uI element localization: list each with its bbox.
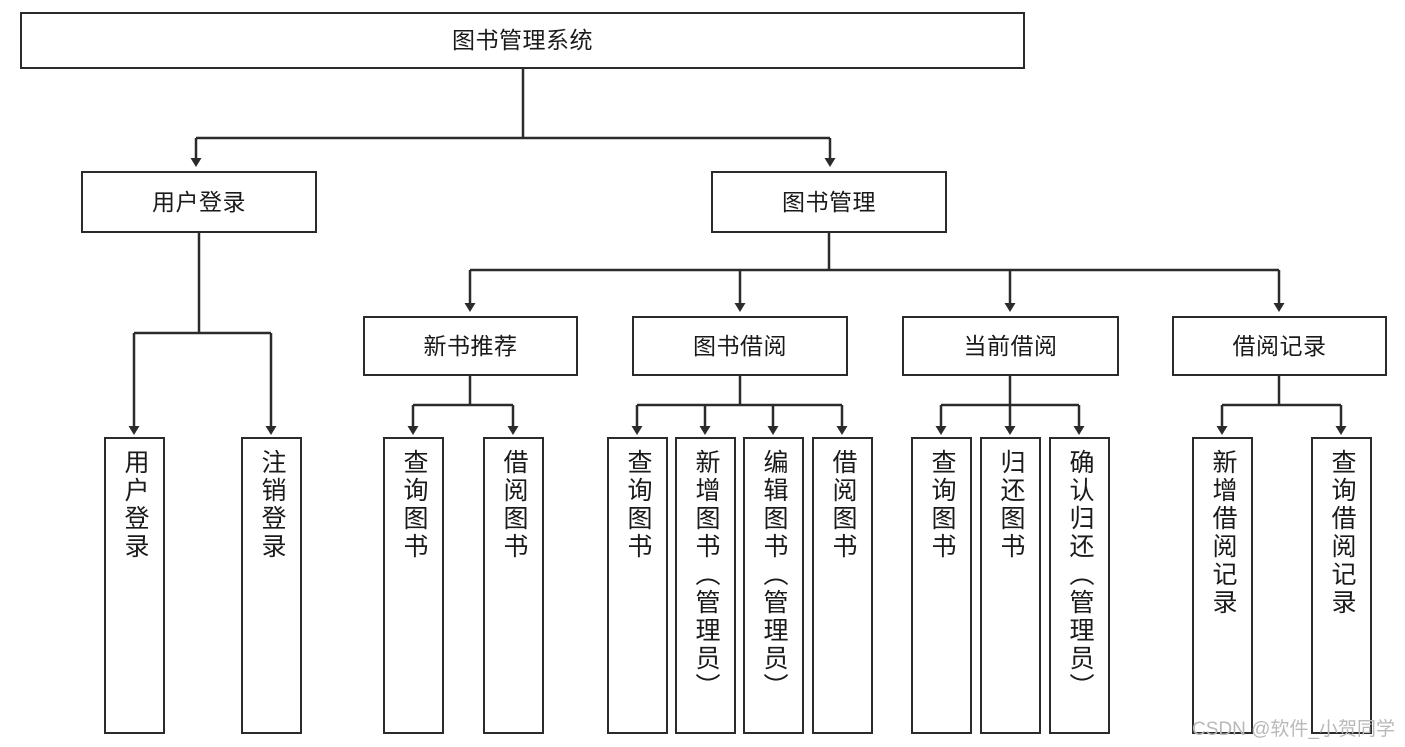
leaf-borrow-add-book[interactable]: 新增图书（管理员） xyxy=(675,437,736,734)
node-current-borrow[interactable]: 当前借阅 xyxy=(902,316,1119,376)
leaf-current-query-book[interactable]: 查询图书 xyxy=(911,437,972,734)
node-label: 当前借阅 xyxy=(963,332,1058,359)
node-label: 确认归还（管理员） xyxy=(1066,449,1094,701)
node-label: 图书借阅 xyxy=(693,332,787,359)
leaf-user-login-login[interactable]: 用户登录 xyxy=(104,437,165,734)
node-label: 新增图书（管理员） xyxy=(692,449,720,701)
leaf-new-book-query[interactable]: 查询图书 xyxy=(383,437,444,734)
node-borrow-record[interactable]: 借阅记录 xyxy=(1172,316,1387,376)
leaf-new-book-borrow[interactable]: 借阅图书 xyxy=(483,437,544,734)
node-label: 注销登录 xyxy=(258,449,286,561)
node-label: 借阅记录 xyxy=(1232,332,1327,359)
leaf-borrow-edit-book[interactable]: 编辑图书（管理员） xyxy=(743,437,804,734)
node-label: 借阅图书 xyxy=(500,449,528,561)
node-label: 归还图书 xyxy=(997,449,1025,561)
node-label: 编辑图书（管理员） xyxy=(760,449,788,701)
leaf-record-query[interactable]: 查询借阅记录 xyxy=(1311,437,1372,734)
node-label: 图书管理 xyxy=(782,188,876,215)
leaf-current-return-book[interactable]: 归还图书 xyxy=(980,437,1041,734)
watermark: CSDN @软件_小贺同学 xyxy=(1192,719,1395,740)
node-label: 新书推荐 xyxy=(423,332,518,359)
node-label: 查询图书 xyxy=(400,449,428,561)
leaf-borrow-borrow-book[interactable]: 借阅图书 xyxy=(812,437,873,734)
node-label: 查询借阅记录 xyxy=(1328,449,1356,617)
node-label: 用户登录 xyxy=(152,188,246,215)
leaf-user-login-logout[interactable]: 注销登录 xyxy=(241,437,302,734)
node-book-borrow[interactable]: 图书借阅 xyxy=(632,316,848,376)
leaf-current-confirm-return[interactable]: 确认归还（管理员） xyxy=(1049,437,1110,734)
node-label: 查询图书 xyxy=(624,449,652,561)
node-label: 图书管理系统 xyxy=(452,27,593,54)
leaf-borrow-query-book[interactable]: 查询图书 xyxy=(607,437,668,734)
node-label: 借阅图书 xyxy=(829,449,857,561)
leaf-record-add[interactable]: 新增借阅记录 xyxy=(1192,437,1253,734)
node-new-book-recommend[interactable]: 新书推荐 xyxy=(363,316,578,376)
node-root-system[interactable]: 图书管理系统 xyxy=(20,12,1025,69)
node-book-management[interactable]: 图书管理 xyxy=(711,171,947,233)
node-label: 用户登录 xyxy=(121,449,149,561)
node-user-login[interactable]: 用户登录 xyxy=(81,171,317,233)
node-label: 新增借阅记录 xyxy=(1209,449,1237,617)
node-label: 查询图书 xyxy=(928,449,956,561)
